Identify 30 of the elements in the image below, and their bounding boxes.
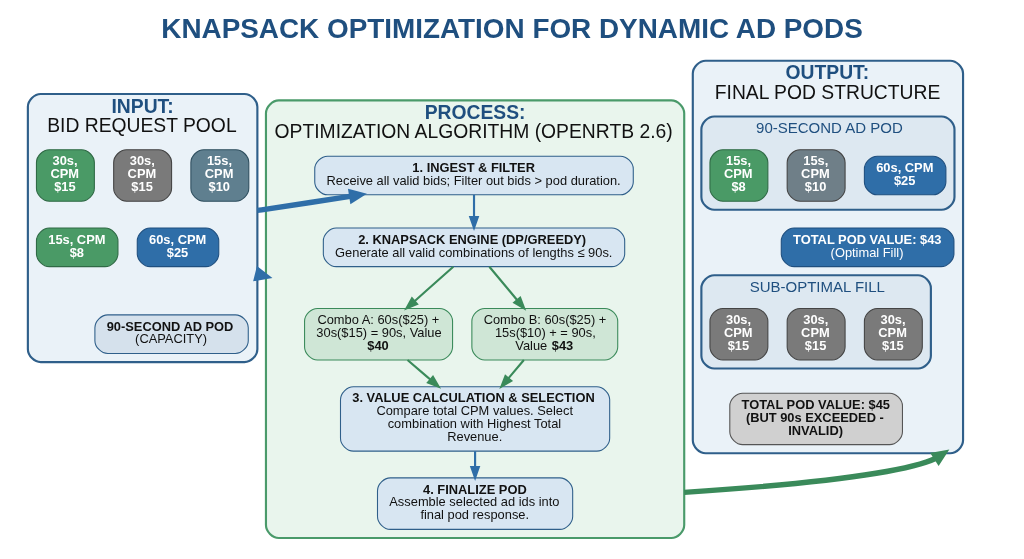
node-box: Combo B: 60s($25) + 15s($10) + = 90s, Value $43 <box>470 307 618 361</box>
node-box: 3. VALUE CALCULATION & SELECTION Compare total CPM values. Select combination with Highest Total Revenue. <box>339 386 610 452</box>
node-box: 4. FINALIZE POD Assemble selected ad ids into final pod response. <box>376 477 573 530</box>
diagram-title: KNAPSACK OPTIMIZATION FOR DYNAMIC AD PODS <box>160 12 863 44</box>
arrow <box>488 266 526 311</box>
arrow <box>406 359 441 389</box>
node-box: 15s, CPM $10 <box>189 149 249 202</box>
node-box: 90-SECOND AD POD (CAPACITY) <box>93 314 249 355</box>
arrow <box>252 266 272 282</box>
arrow <box>256 188 367 214</box>
node-box: 30s, CPM $15 <box>786 307 846 361</box>
node-box: 30s, CPM $15 <box>112 149 172 202</box>
node-box: 30s, CPM $15 <box>708 307 768 361</box>
arrow <box>498 359 525 390</box>
node-box: 60s, CPM $25 <box>863 155 946 196</box>
arrow <box>403 265 454 311</box>
arrow <box>469 451 480 481</box>
node-box: 30s, CPM $15 <box>863 307 923 361</box>
node-box: Combo A: 60s($25) + 30s($15) = 90s, Value $40 <box>303 307 453 361</box>
arrow <box>468 194 479 232</box>
node-box: 15s, CPM $8 <box>35 227 118 268</box>
node-box: 2. KNAPSACK ENGINE (DP/GREEDY) Generate all valid combinations of lengths ≤ 90s. <box>322 227 625 268</box>
node-box: 15s, CPM $8 <box>708 149 768 202</box>
node-box: 15s, CPM $10 <box>786 149 846 202</box>
node-box: 30s, CPM $15 <box>35 149 95 202</box>
arrow <box>683 449 949 496</box>
node-box: TOTAL POD VALUE: $45 (BUT 90s EXCEEDED - INVALID) <box>728 392 903 446</box>
node-box: 1. INGEST & FILTER Receive all valid bids; Filter out bids > pod duration. <box>313 155 634 196</box>
node-box: TOTAL POD VALUE: $43 (Optimal Fill) <box>780 227 954 268</box>
node-box: 60s, CPM $25 <box>136 227 219 268</box>
